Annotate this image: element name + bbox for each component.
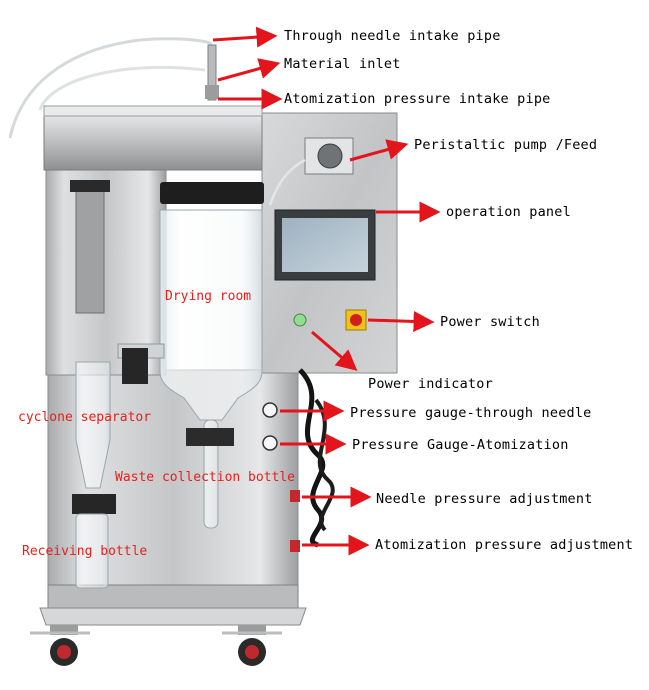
label-atomization-pressure-adjustment: Atomization pressure adjustment [375,537,634,553]
drying-chamber [159,209,263,421]
arrow-peristaltic-pump [349,139,409,162]
label-material-inlet: Material inlet [284,56,401,72]
label-waste-collection-bottle: Waste collection bottle [115,470,296,485]
arrow-power-indicator [311,330,358,371]
label-peristaltic-pump-feed: Peristaltic pump /Feed [414,137,598,153]
arrow-power-switch [367,310,435,332]
caster-left [50,625,78,666]
label-needle-pressure-adjustment: Needle pressure adjustment [376,491,593,507]
gauge-atomization [262,435,278,451]
label-atomization-pressure-intake-pipe: Atomization pressure intake pipe [284,91,551,107]
arrow-material-inlet [217,58,281,82]
label-receiving-bottle: Receiving bottle [22,544,148,559]
arrow-through-needle [212,26,278,48]
label-pressure-gauge-atomization: Pressure Gauge-Atomization [352,437,569,453]
label-through-needle-intake-pipe: Through needle intake pipe [284,28,501,44]
label-pressure-gauge-through-needle: Pressure gauge-through needle [350,405,592,421]
touch-screen [282,218,368,272]
label-drying-room: Drying room [165,289,252,304]
heater-tube [75,182,105,314]
label-power-switch: Power switch [440,314,540,330]
receiving-flask [75,513,109,589]
label-operation-panel: operation panel [446,204,571,220]
top-lid [43,109,263,171]
leader-arrows [212,26,441,556]
cyclone [75,361,111,489]
caster-right [238,625,266,666]
needle-adjust-knob [290,490,300,502]
label-cyclone-separator: cyclone separator [18,410,152,425]
gauge-needle [262,402,278,418]
power-indicator-lamp [293,313,307,327]
label-power-indicator: Power indicator [368,376,493,392]
atomization-adjust-knob [290,540,300,552]
